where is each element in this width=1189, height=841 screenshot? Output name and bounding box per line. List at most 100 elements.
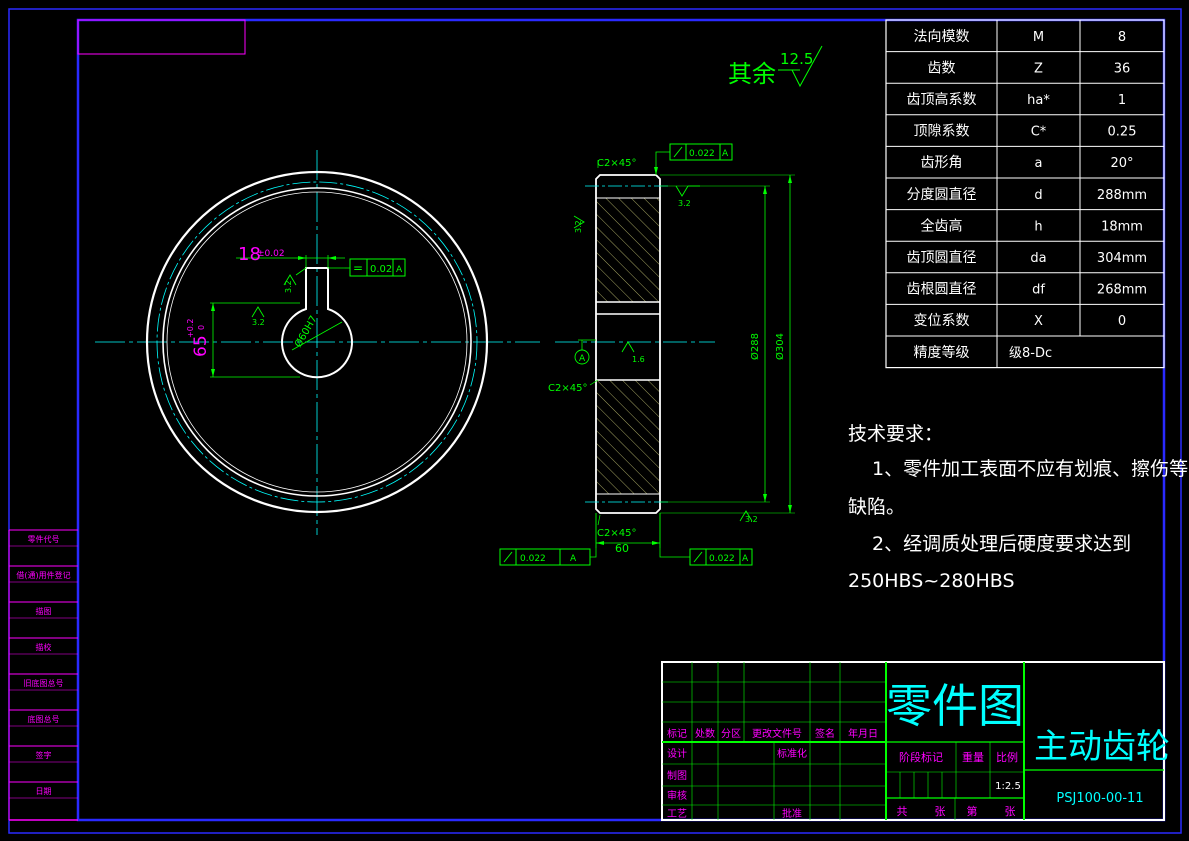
roughness-side-left: 3.2 <box>574 220 583 233</box>
param-symbol: h <box>1034 219 1042 234</box>
datum-label: A <box>579 354 586 364</box>
left-strip-label: 描校 <box>36 642 52 652</box>
param-value: 304mm <box>1097 251 1147 266</box>
param-name: 精度等级 <box>914 344 970 361</box>
param-symbol: M <box>1033 30 1044 45</box>
tb-stage: 阶段标记 <box>899 750 943 764</box>
runout-right-datum: A <box>742 554 749 564</box>
sym-tol-frame <box>349 258 406 277</box>
depth-tol-upper: +0.2 <box>186 319 195 338</box>
root-circle <box>162 187 472 497</box>
inner-frame <box>76 18 1166 822</box>
part-number: PSJ100-00-11 <box>1056 791 1143 806</box>
tb-col-4: 签名 <box>815 727 835 740</box>
tb-col-1: 处数 <box>695 727 715 740</box>
runout-left-value: 0.022 <box>520 554 546 564</box>
width-dim: 60 <box>615 542 629 555</box>
param-name: 齿顶圆直径 <box>907 249 977 266</box>
param-value: 36 <box>1114 61 1131 76</box>
param-symbol: C* <box>1031 125 1047 140</box>
roughness-note-value: 12.5 <box>780 50 813 68</box>
tb-col-0: 标记 <box>667 728 687 740</box>
param-symbol: X <box>1034 314 1043 329</box>
param-name: 法向模数 <box>914 29 970 45</box>
left-strip-label: 旧底图总号 <box>24 678 64 688</box>
roughness-note-symbol <box>778 45 823 88</box>
tech-line-2b: 250HBS~280HBS <box>848 570 1015 592</box>
chamfer-top: C2×45° <box>597 158 636 169</box>
tb-role-design: 设计 <box>667 747 687 760</box>
part-name: 主动齿轮 <box>1034 727 1170 767</box>
param-symbol: da <box>1030 251 1046 266</box>
param-symbol: ha* <box>1027 93 1050 108</box>
param-name: 齿顶高系数 <box>907 91 977 108</box>
tb-total: 共 <box>897 805 908 818</box>
param-value: 8 <box>1118 30 1126 45</box>
param-name: 齿形角 <box>921 155 963 171</box>
tech-title: 技术要求： <box>848 423 943 445</box>
outer-frame <box>8 8 1182 834</box>
tb-role-review: 审核 <box>667 789 687 802</box>
left-strip-label: 零件代号 <box>28 534 60 544</box>
sym-tol-value: 0.02 <box>370 264 392 275</box>
tech-line-1b: 缺陷。 <box>848 496 905 518</box>
sym-tol-symbol: = <box>353 261 363 275</box>
param-value: 288mm <box>1097 188 1147 203</box>
runout-left-frame <box>499 548 591 566</box>
tb-col-3: 更改文件号 <box>752 727 802 740</box>
front-view <box>95 150 540 535</box>
tb-weight: 重量 <box>962 750 984 764</box>
param-symbol: a <box>1035 156 1043 171</box>
param-value: 20° <box>1110 156 1133 171</box>
pitch-dia-dim: Ø288 <box>749 333 761 360</box>
roughness-side-bot: 3.2 <box>745 515 758 524</box>
param-value: 268mm <box>1097 283 1147 298</box>
param-name: 齿根圆直径 <box>907 281 977 298</box>
param-name: 分度圆直径 <box>907 186 977 203</box>
left-strip-label: 借(通)用件登记 <box>16 570 70 580</box>
left-strip-label: 签字 <box>36 750 52 760</box>
roughness-side-bore: 1.6 <box>632 355 645 364</box>
roughness-note-label: 其余 <box>728 60 776 88</box>
tb-scale: 1:2.5 <box>995 781 1021 792</box>
left-strip-label: 底图总号 <box>28 714 60 724</box>
tb-standardize: 标准化 <box>777 747 807 760</box>
tb-sheets: 张 <box>935 805 946 818</box>
runout-top-frame <box>669 143 733 161</box>
tb-col-5: 年月日 <box>848 727 878 740</box>
param-name: 变位系数 <box>914 313 970 329</box>
code-box <box>77 19 246 55</box>
tb-role-draw: 制图 <box>667 769 687 782</box>
runout-right-value: 0.022 <box>709 554 735 564</box>
tb-scale-label: 比例 <box>996 750 1018 764</box>
param-value: 1 <box>1118 93 1126 108</box>
tip-circle <box>145 170 489 514</box>
param-value: 0 <box>1118 314 1126 329</box>
tb-sheet-no: 第 <box>967 804 978 818</box>
param-name: 齿数 <box>928 60 956 76</box>
hub-circle <box>166 191 468 493</box>
param-symbol: d <box>1034 188 1042 203</box>
left-strip-label: 日期 <box>36 787 52 796</box>
sym-tol-datum: A <box>396 265 403 275</box>
tech-line-1: 1、零件加工表面不应有划痕、擦伤等 <box>872 458 1188 480</box>
param-symbol: Z <box>1034 61 1043 76</box>
tb-approve: 批准 <box>782 807 802 820</box>
param-name: 全齿高 <box>921 217 963 234</box>
keyway-width-tol: ±0.02 <box>257 249 285 259</box>
roughness-front-1: 3.2 <box>252 318 265 327</box>
chamfer-mid: C2×45° <box>548 383 587 394</box>
keyway-depth: 65 <box>191 335 211 357</box>
keyway-width: 18 <box>238 244 261 265</box>
param-table-border <box>885 19 1165 369</box>
title-block: 零件图 主动齿轮 PSJ100-00-11 标记 处数 分区 更改文件号 签名 … <box>661 661 1170 821</box>
tip-dia-dim: Ø304 <box>774 333 786 360</box>
runout-right-frame <box>689 548 753 566</box>
depth-tol-lower: 0 <box>197 325 206 330</box>
runout-left-datum: A <box>570 554 577 564</box>
pitch-circle <box>156 181 478 503</box>
tb-role-process: 工艺 <box>667 808 687 820</box>
side-view <box>555 151 795 558</box>
